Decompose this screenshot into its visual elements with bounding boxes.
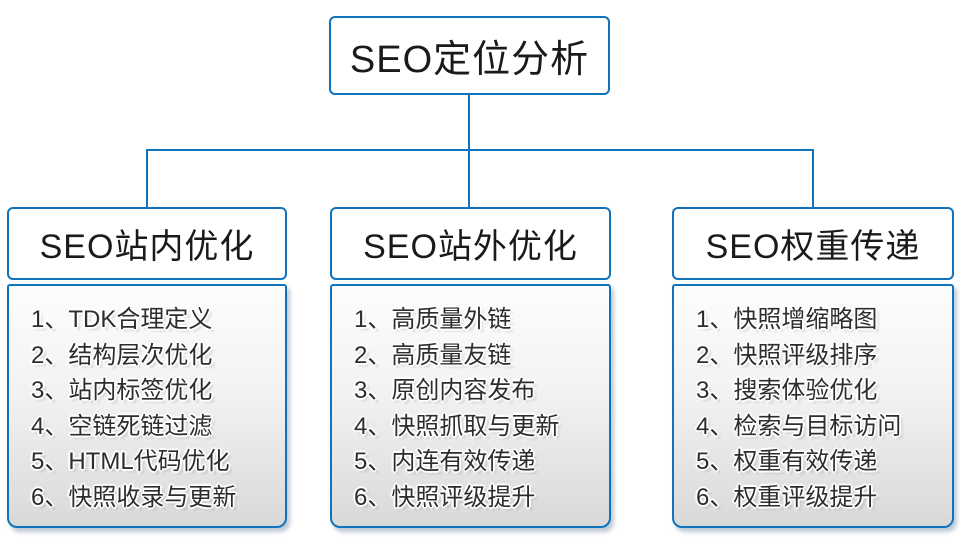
list-item: 5、HTML代码优化: [31, 448, 230, 475]
root-node-title: SEO定位分析: [349, 39, 590, 81]
list-item: 1、TDK合理定义: [31, 306, 213, 333]
list-item: 4、检索与目标访问: [696, 412, 902, 440]
connector-root-stem: [468, 95, 470, 150]
list-item: 6、快照收录与更新: [31, 483, 237, 511]
branch-offsite-header: SEO站外优化: [330, 207, 611, 280]
connector-drop-left: [146, 149, 148, 207]
list-item: 1、快照增缩略图: [696, 306, 878, 333]
list-item: 5、内连有效传递: [354, 448, 536, 475]
branch-onsite-header: SEO站内优化: [7, 207, 287, 280]
branch-weight-list: 1、快照增缩略图 2、快照评级排序 3、搜索体验优化 4、检索与目标访问 5、权…: [672, 284, 954, 528]
list-item: 3、原创内容发布: [354, 377, 536, 404]
list-item: 2、结构层次优化: [31, 341, 213, 369]
list-item: 6、权重评级提升: [696, 483, 878, 511]
list-item: 1、高质量外链: [354, 306, 512, 333]
branch-weight-header: SEO权重传递: [672, 207, 954, 280]
branch-onsite-title: SEO站内优化: [39, 228, 255, 266]
list-item: 4、快照抓取与更新: [354, 412, 560, 440]
branch-offsite-title: SEO站外优化: [363, 228, 578, 266]
list-item: 3、站内标签优化: [31, 377, 213, 404]
branch-offsite-list: 1、高质量外链 2、高质量友链 3、原创内容发布 4、快照抓取与更新 5、内连有…: [330, 284, 611, 528]
root-node: SEO定位分析: [329, 16, 610, 95]
list-item: 2、快照评级排序: [696, 341, 878, 369]
list-item: 4、空链死链过滤: [31, 412, 213, 440]
connector-drop-middle: [468, 149, 470, 207]
list-item: 3、搜索体验优化: [696, 377, 878, 404]
connector-horizontal-bar: [146, 149, 814, 151]
connector-drop-right: [812, 149, 814, 207]
branch-weight-title: SEO权重传递: [705, 228, 921, 266]
list-item: 5、权重有效传递: [696, 448, 878, 475]
list-item: 2、高质量友链: [354, 341, 512, 369]
list-item: 6、快照评级提升: [354, 483, 536, 511]
branch-onsite-list: 1、TDK合理定义 2、结构层次优化 3、站内标签优化 4、空链死链过滤 5、H…: [7, 284, 287, 528]
